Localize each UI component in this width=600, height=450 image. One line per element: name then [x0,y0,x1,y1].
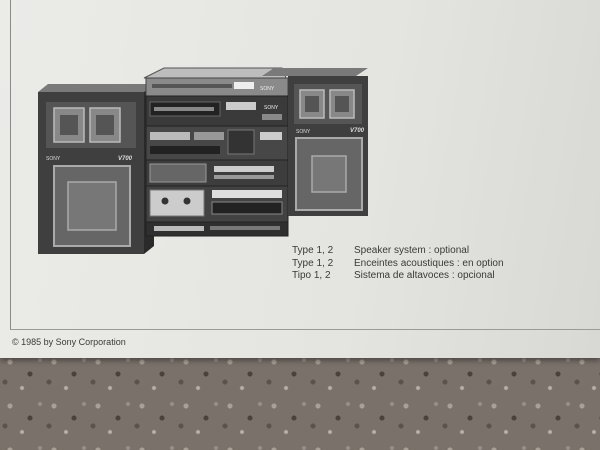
page-frame-line-vertical [10,0,11,330]
caption-text: Speaker system : optional [354,245,470,256]
caption-row-english: Type 1, 2 Speaker system : optional [292,245,504,258]
right-speaker-brand-label: SONY [296,129,311,135]
caption-type: Tipo 1, 2 [292,270,331,281]
copyright-notice: © 1985 by Sony Corporation [12,337,126,347]
stereo-system-illustration: SONY V700 SONY SONY [34,62,374,262]
manual-page: SONY V700 SONY SONY [0,0,600,358]
caption-row-spanish: Tipo 1, 2 Sistema de altavoces : opciona… [292,270,504,283]
caption-text: Enceintes acoustiques : en option [354,257,504,269]
left-speaker-model-label: V700 [118,156,133,162]
right-speaker-model-label: V700 [350,128,365,134]
center-stereo-unit: SONY SONY [143,67,289,237]
turntable-brand-label: SONY [260,86,275,92]
page-frame-line-horizontal [10,329,600,330]
caption-text: Sistema de altavoces : opcional [354,270,495,281]
speaker-caption-block: Type 1, 2 Speaker system : optional Type… [292,245,504,283]
right-speaker: SONY V700 [262,68,368,216]
caption-type: Type 1, 2 [292,257,334,269]
caption-row-french: Type 1, 2 Enceintes acoustiques : en opt… [292,258,504,271]
left-speaker: SONY V700 [38,84,154,254]
floor-background [0,352,600,450]
tuner-brand-label: SONY [264,105,279,111]
left-speaker-brand-label: SONY [46,156,61,162]
caption-type: Type 1, 2 [292,245,334,256]
